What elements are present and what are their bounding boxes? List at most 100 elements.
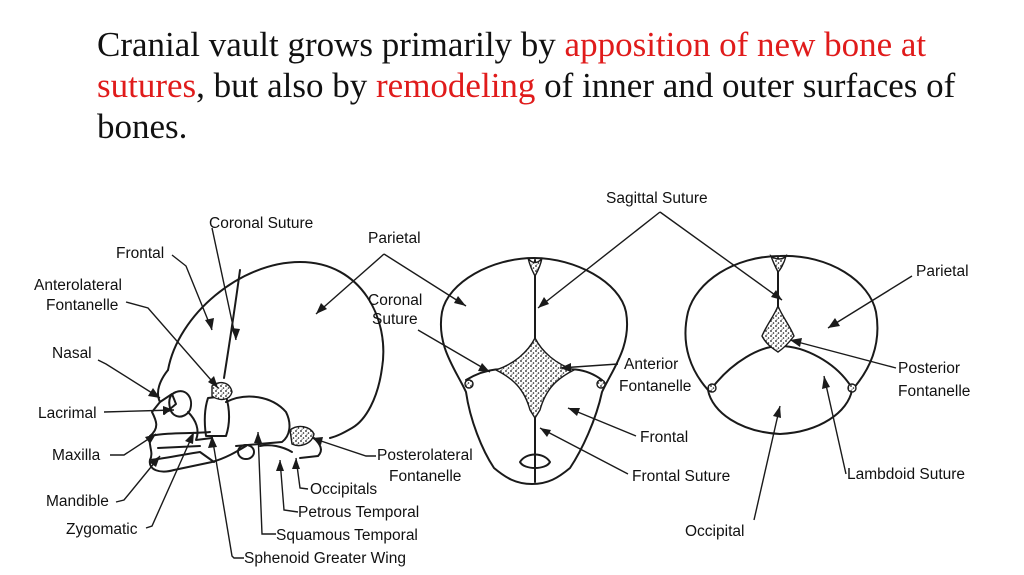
posterior-lambdoid-suture [711, 345, 853, 389]
arrowhead-icon [254, 432, 262, 443]
leader-sagittal-superior [537, 211, 661, 309]
posterior-leaders [753, 275, 913, 521]
label-zygomatic: Zygomatic [66, 521, 138, 538]
arrowhead-icon [292, 458, 300, 469]
arrowhead-icon [208, 436, 217, 448]
label-coronal-2: Suture [372, 311, 418, 328]
superior-sagittal-notch [527, 257, 543, 278]
heading-highlight-remodeling: remodeling [376, 66, 536, 105]
arrowhead-icon [149, 456, 160, 467]
arrowhead-icon [208, 376, 218, 388]
arrowhead-icon [790, 338, 802, 347]
leader-parietal-lateral [315, 253, 385, 315]
arrowhead-icon [771, 290, 782, 300]
heading-text-2: , but also by [196, 66, 377, 105]
leader-zygomatic [145, 431, 195, 529]
leader-sagittal-posterior [659, 211, 783, 301]
arrowhead-icon [822, 376, 830, 389]
superior-side-dot-right [596, 379, 606, 389]
label-anterior-1: Anterior [624, 356, 678, 373]
arrowhead-icon [538, 297, 549, 308]
leader-occipital [753, 405, 781, 521]
leader-petrous [279, 459, 299, 513]
arrowhead-icon [454, 296, 466, 306]
label-mandible: Mandible [46, 493, 109, 510]
leader-posterior-fontanelle [789, 339, 897, 369]
label-posterolateral-1: Posterolateral [377, 447, 473, 464]
superior-anterior-fontanelle [494, 336, 576, 420]
lateral-face-outline [148, 369, 247, 473]
label-frontal-lateral: Frontal [116, 245, 164, 262]
lateral-vault-outline [167, 261, 385, 439]
arrowhead-icon [828, 318, 840, 328]
label-anterior-2: Fontanelle [619, 378, 691, 395]
leader-parietal-superior [383, 253, 467, 307]
label-occipital-posterior: Occipital [685, 523, 744, 540]
diagram-labels: Coronal Suture Frontal Anterolateral Fon… [34, 190, 970, 567]
slide-heading: Cranial vault grows primarily by apposit… [97, 24, 977, 147]
posterior-outline [684, 254, 879, 435]
label-anterolateral-2: Fontanelle [46, 297, 118, 314]
posterior-side-dot-left [707, 383, 717, 393]
leader-frontal [171, 254, 213, 331]
lateral-posterolateral-fontanelle [289, 425, 315, 447]
arrowhead-icon [316, 303, 327, 314]
label-posterolateral-2: Fontanelle [389, 468, 461, 485]
lateral-coronal-suture [223, 269, 241, 379]
superior-leaders [417, 211, 783, 475]
label-parietal-top: Parietal [368, 230, 421, 247]
leader-coronal [211, 227, 237, 341]
label-coronal-1: Coronal [368, 292, 422, 309]
posterior-fontanelle [761, 304, 795, 353]
leader-occipitals [295, 457, 309, 490]
arrowhead-icon [231, 328, 240, 340]
label-posterior-2: Fontanelle [898, 383, 970, 400]
lateral-skull [148, 261, 385, 473]
leader-posterolateral [311, 437, 376, 457]
label-sphenoid: Sphenoid Greater Wing [244, 550, 406, 567]
label-maxilla: Maxilla [52, 447, 101, 464]
label-squamous: Squamous Temporal [276, 527, 418, 544]
label-posterior-1: Posterior [898, 360, 960, 377]
arrowhead-icon [185, 432, 194, 444]
label-parietal-posterior: Parietal [916, 263, 969, 280]
leader-parietal-posterior [827, 275, 913, 329]
arrowhead-icon [773, 406, 781, 418]
lateral-leaders [97, 227, 467, 559]
leader-lambdoid [823, 375, 847, 475]
leader-mandible [115, 455, 161, 503]
posterior-top-notch [769, 253, 788, 274]
heading-text-3: of inner and outer surfaces of bones. [97, 66, 956, 146]
lateral-petrous [259, 444, 293, 453]
lateral-orbit [168, 390, 192, 418]
label-frontal-suture: Frontal Suture [632, 468, 730, 485]
lateral-zygomatic [187, 411, 213, 441]
leader-squamous [257, 431, 276, 535]
arrowhead-icon [148, 388, 160, 398]
arrowhead-icon [312, 437, 323, 445]
lateral-ear-canal [237, 444, 255, 460]
leader-maxilla [110, 433, 157, 456]
arrowhead-icon [163, 406, 174, 414]
label-frontal-superior: Frontal [640, 429, 688, 446]
lateral-squamous-temporal [225, 395, 291, 447]
posterior-skull [684, 253, 879, 435]
leader-coronal-suture [417, 329, 491, 373]
superior-nasal-notch [519, 453, 551, 469]
leader-anterolateral [125, 301, 219, 389]
label-lacrimal: Lacrimal [38, 405, 97, 422]
leader-frontal-suture [539, 427, 629, 475]
arrowhead-icon [568, 408, 580, 416]
label-occipitals: Occipitals [310, 481, 377, 498]
arrowhead-icon [540, 428, 551, 437]
arrowhead-icon [276, 460, 284, 471]
arrowhead-icon [478, 363, 490, 372]
label-coronal-suture: Coronal Suture [209, 215, 313, 232]
label-anterolateral-1: Anterolateral [34, 277, 122, 294]
superior-skull [439, 257, 629, 485]
label-petrous: Petrous Temporal [298, 504, 419, 521]
label-sagittal-suture: Sagittal Suture [606, 190, 708, 207]
leader-lacrimal [103, 409, 175, 413]
label-nasal: Nasal [52, 345, 92, 362]
